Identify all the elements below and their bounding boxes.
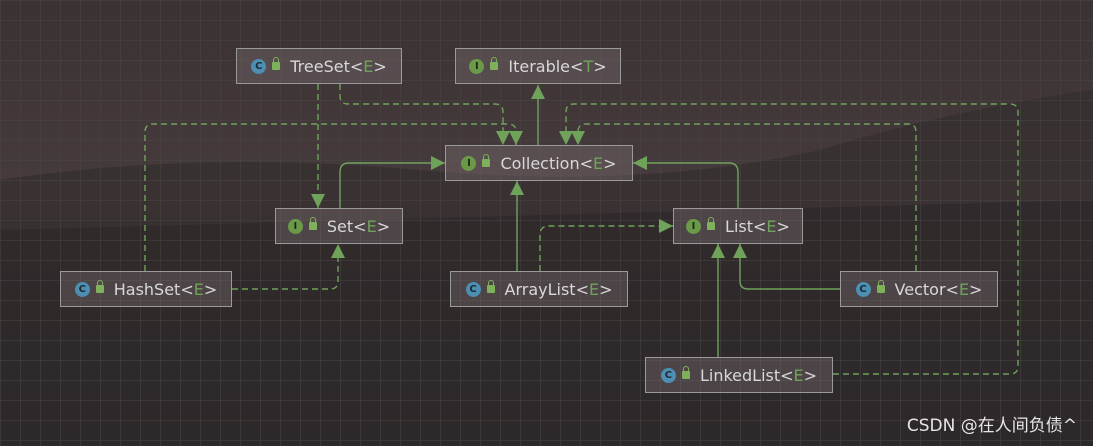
interface-icon: I	[287, 218, 303, 234]
edge-arraylist-list	[539, 219, 673, 271]
iterable-interface-node[interactable]: I Iterable<T>	[455, 48, 621, 84]
node-name: TreeSet<E>	[290, 56, 387, 76]
lock-icon	[707, 217, 716, 230]
node-name: Iterable<T>	[508, 56, 607, 76]
edge-hashset-collection	[144, 123, 523, 271]
lock-icon	[482, 154, 491, 167]
lock-icon	[876, 280, 885, 293]
node-name: ArrayList<E>	[504, 279, 613, 299]
node-name: Collection<E>	[500, 153, 617, 173]
edge-treeset-collection	[339, 84, 510, 145]
lock-icon	[95, 280, 104, 293]
hashset-class-node[interactable]: C HashSet<E>	[60, 271, 232, 307]
lock-icon	[308, 217, 317, 230]
node-name: Set<E>	[326, 216, 391, 236]
linkedlist-class-node[interactable]: C LinkedList<E>	[645, 357, 833, 393]
class-icon: C	[855, 281, 871, 297]
edge-vector-list	[733, 243, 840, 290]
node-name: LinkedList<E>	[699, 365, 818, 385]
lock-icon	[486, 280, 495, 293]
lock-icon	[272, 57, 281, 70]
watermark: CSDN @在人间负债^	[906, 416, 1077, 436]
interface-icon: I	[461, 155, 477, 171]
lock-icon	[490, 57, 499, 70]
interface-icon: I	[469, 58, 485, 74]
node-name: HashSet<E>	[113, 279, 218, 299]
edge-linkedlist-collection	[559, 103, 1019, 375]
edge-hashset-set	[232, 243, 345, 290]
collection-interface-node[interactable]: I Collection<E>	[445, 145, 633, 181]
edge-list-collection	[633, 156, 739, 208]
node-name: List<E>	[725, 216, 790, 236]
edge-vector-collection	[571, 123, 917, 271]
class-icon: C	[465, 281, 481, 297]
node-name: Vector<E>	[894, 279, 983, 299]
edge-set-collection	[339, 156, 445, 208]
lock-icon	[681, 366, 690, 379]
set-interface-node[interactable]: I Set<E>	[275, 208, 403, 244]
class-icon: C	[660, 367, 676, 383]
list-interface-node[interactable]: I List<E>	[673, 208, 803, 244]
interface-icon: I	[686, 218, 702, 234]
arraylist-class-node[interactable]: C ArrayList<E>	[450, 271, 628, 307]
class-icon: C	[251, 58, 267, 74]
class-icon: C	[74, 281, 90, 297]
vector-class-node[interactable]: C Vector<E>	[840, 271, 998, 307]
treeset-class-node[interactable]: C TreeSet<E>	[236, 48, 402, 84]
